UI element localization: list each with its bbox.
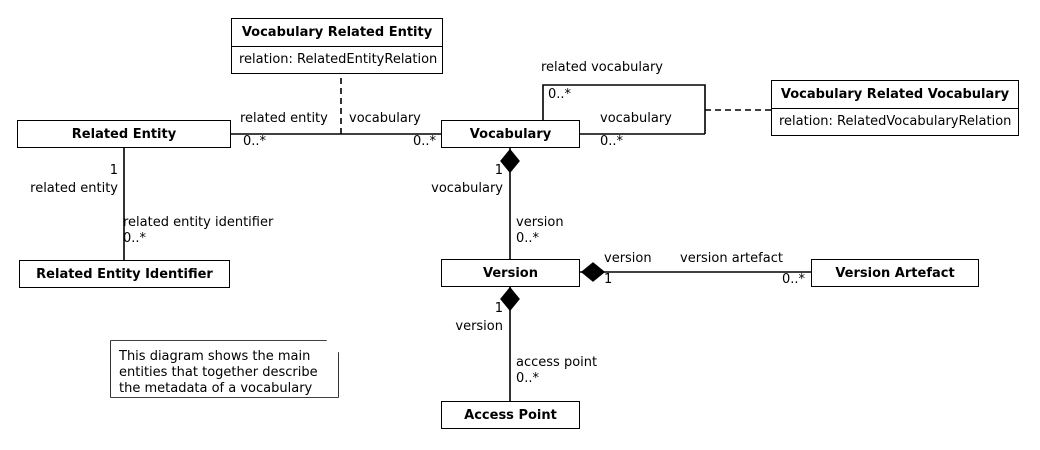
class-access-point[interactable]: Access Point <box>441 401 580 429</box>
label-related-entity-one: 1 <box>109 163 118 178</box>
composition-diamond-version-access <box>500 286 520 312</box>
label-related-entity-role: related entity <box>240 111 328 126</box>
label-version-role: version <box>516 215 564 230</box>
class-name: Vocabulary <box>469 126 552 142</box>
label-vocabulary-mult-loop: 0..* <box>600 134 624 149</box>
diagram-note: This diagram shows the main entities tha… <box>111 341 338 397</box>
class-name: Related Entity <box>71 126 177 142</box>
class-name: Vocabulary Related Entity <box>241 25 433 40</box>
class-vocabulary-related-vocabulary[interactable]: Vocabulary Related Vocabulary relation: … <box>771 80 1019 136</box>
label-vocabulary-one: 1 <box>494 163 503 178</box>
label-vocabulary-role-left: vocabulary <box>349 111 421 126</box>
class-related-entity[interactable]: Related Entity <box>17 120 231 148</box>
label-version-role-artefact: version <box>604 251 652 266</box>
label-related-vocabulary-role: related vocabulary <box>541 60 663 75</box>
label-version-one-access: 1 <box>494 301 503 316</box>
label-access-point-role: access point <box>516 355 598 370</box>
note-text: This diagram shows the main entities tha… <box>119 349 318 396</box>
composition-diamond-vocabulary <box>500 148 520 174</box>
label-version-one-artefact: 1 <box>604 272 613 287</box>
class-version[interactable]: Version <box>441 259 580 287</box>
label-version-role-access: version <box>455 319 503 334</box>
class-vocabulary-related-entity[interactable]: Vocabulary Related Entity relation: Rela… <box>231 18 443 74</box>
label-access-point-mult: 0..* <box>516 371 540 386</box>
label-related-entity-identifier-mult: 0..* <box>123 231 147 246</box>
class-related-entity-identifier[interactable]: Related Entity Identifier <box>19 260 230 288</box>
class-name: Related Entity Identifier <box>36 266 213 282</box>
label-related-entity-role2: related entity <box>30 181 118 196</box>
label-related-entity-identifier-role: related entity identifier <box>123 215 274 230</box>
class-name: Vocabulary Related Vocabulary <box>780 87 1010 102</box>
label-vocabulary-role-loop: vocabulary <box>600 111 672 126</box>
class-attribute: relation: RelatedEntityRelation <box>232 46 442 73</box>
class-attribute: relation: RelatedVocabularyRelation <box>772 108 1018 135</box>
class-vocabulary[interactable]: Vocabulary <box>441 120 580 148</box>
label-vocabulary-mult-left: 0..* <box>412 134 436 149</box>
label-vocabulary-role-version: vocabulary <box>431 181 503 196</box>
class-name: Access Point <box>464 407 557 423</box>
label-related-entity-mult: 0..* <box>243 134 267 149</box>
label-version-artefact-mult: 0..* <box>781 272 805 287</box>
label-version-mult: 0..* <box>516 231 540 246</box>
label-version-artefact-role: version artefact <box>680 251 783 266</box>
class-name: Version <box>483 265 538 281</box>
class-name: Version Artefact <box>835 265 955 281</box>
label-related-vocabulary-mult: 0..* <box>548 87 572 102</box>
composition-diamond-version-artefact <box>580 262 606 282</box>
class-version-artefact[interactable]: Version Artefact <box>811 259 979 287</box>
